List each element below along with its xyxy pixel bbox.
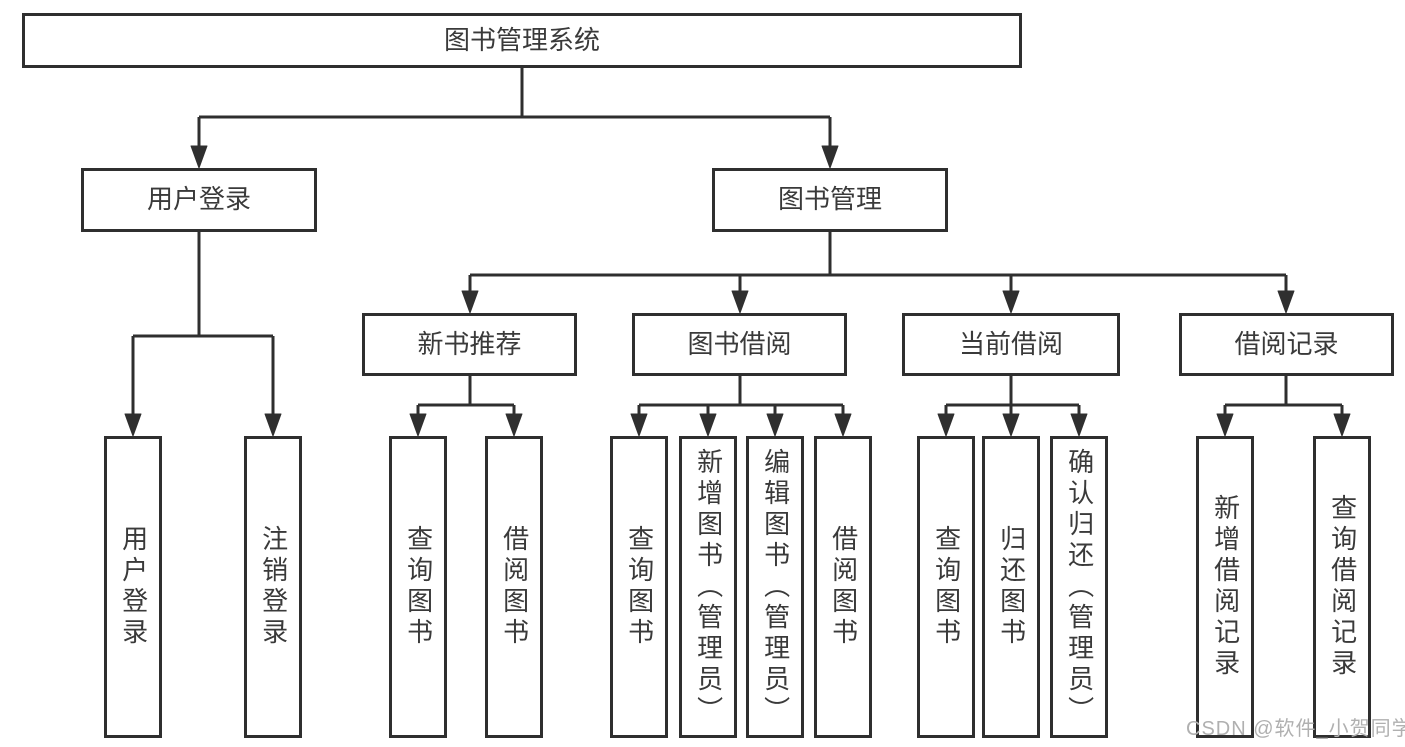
leaf-edit-book-admin: 编辑图书（管理员） bbox=[746, 436, 804, 738]
node-label: 查询图书 bbox=[403, 525, 434, 649]
connector-borrow-records-to-leaves bbox=[1216, 376, 1351, 437]
node-label: 注销登录 bbox=[258, 525, 289, 649]
node-label: 新书推荐 bbox=[417, 328, 522, 359]
leaf-borrow-books: 借阅图书 bbox=[814, 436, 872, 738]
node-label: 查询图书 bbox=[624, 525, 655, 649]
node-borrow-records: 借阅记录 bbox=[1179, 313, 1394, 376]
connector-root-to-level2 bbox=[190, 68, 839, 169]
leaf-query-books-recommend: 查询图书 bbox=[389, 436, 447, 738]
node-label: 新增借阅记录 bbox=[1210, 494, 1241, 680]
leaf-add-book-admin: 新增图书（管理员） bbox=[679, 436, 737, 738]
node-label: 借阅图书 bbox=[499, 525, 530, 649]
node-root: 图书管理系统 bbox=[22, 13, 1022, 68]
node-user-login: 用户登录 bbox=[81, 168, 317, 232]
leaf-add-borrow-record: 新增借阅记录 bbox=[1196, 436, 1254, 738]
leaf-return-books: 归还图书 bbox=[982, 436, 1040, 738]
node-book-management: 图书管理 bbox=[712, 168, 948, 232]
node-label: 新增图书（管理员） bbox=[693, 447, 724, 727]
node-label: 用户登录 bbox=[118, 525, 149, 649]
node-label: 归还图书 bbox=[996, 525, 1027, 649]
node-label: 借阅记录 bbox=[1234, 328, 1339, 359]
leaf-user-login: 用户登录 bbox=[104, 436, 162, 738]
node-label: 借阅图书 bbox=[828, 525, 859, 649]
node-new-book-recommend: 新书推荐 bbox=[362, 313, 577, 376]
connector-book-borrow-to-leaves bbox=[630, 376, 852, 437]
node-book-borrow: 图书借阅 bbox=[632, 313, 847, 376]
node-label: 查询借阅记录 bbox=[1327, 494, 1358, 680]
leaf-borrow-books-recommend: 借阅图书 bbox=[485, 436, 543, 738]
node-label: 查询图书 bbox=[931, 525, 962, 649]
node-label: 图书借阅 bbox=[687, 328, 792, 359]
node-label: 图书管理 bbox=[777, 184, 882, 215]
leaf-query-books-borrow: 查询图书 bbox=[610, 436, 668, 738]
leaf-confirm-return-admin: 确认归还（管理员） bbox=[1050, 436, 1108, 738]
leaf-query-books-current: 查询图书 bbox=[917, 436, 975, 738]
leaf-logout: 注销登录 bbox=[244, 436, 302, 738]
leaf-query-borrow-record: 查询借阅记录 bbox=[1313, 436, 1371, 738]
node-label: 图书管理系统 bbox=[443, 24, 600, 55]
node-label: 当前借阅 bbox=[958, 328, 1063, 359]
node-current-borrow: 当前借阅 bbox=[902, 313, 1120, 376]
node-label: 确认归还（管理员） bbox=[1064, 447, 1095, 727]
connector-book-management-to-level3 bbox=[461, 232, 1295, 314]
connector-user-login-to-leaves bbox=[124, 232, 282, 437]
node-label: 用户登录 bbox=[146, 184, 251, 215]
connector-new-book-recommend-to-leaves bbox=[409, 376, 523, 437]
watermark: CSDN @软件_小贺同学 bbox=[1186, 718, 1405, 740]
node-label: 编辑图书（管理员） bbox=[760, 447, 791, 727]
connector-current-borrow-to-leaves bbox=[937, 376, 1088, 437]
